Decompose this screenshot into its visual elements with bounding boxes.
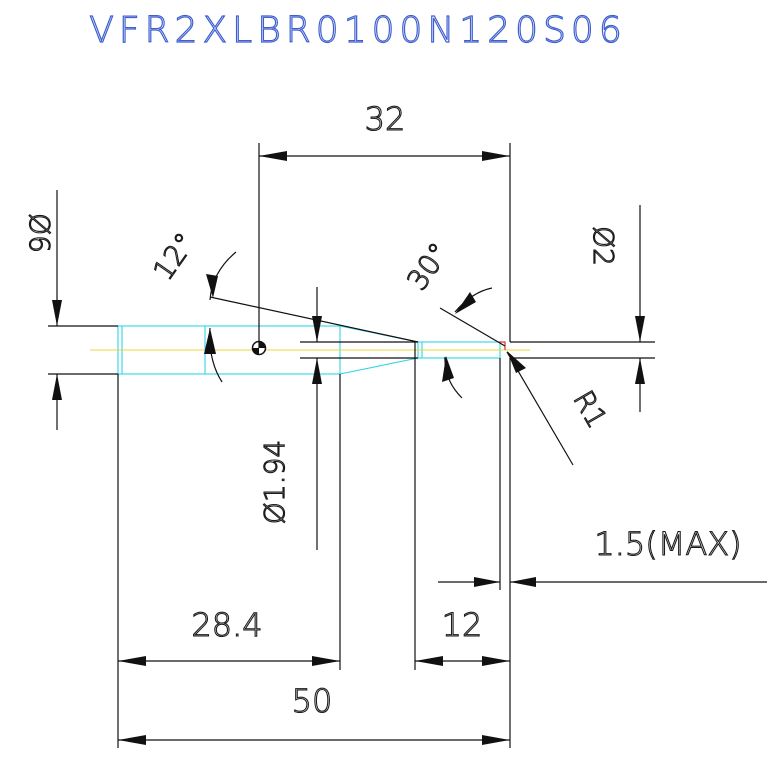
dim-neck-length: 32 xyxy=(258,99,511,348)
label-overall-length: 50 xyxy=(292,682,333,720)
dim-body-length: 28.4 xyxy=(117,374,341,748)
dim-neck-diameter: Ø1.94 xyxy=(257,287,418,550)
label-body-length: 28.4 xyxy=(191,606,262,644)
dim-tip-angle: 30° xyxy=(400,236,506,399)
dim-corner-radius: R1 xyxy=(506,351,614,466)
label-shank-diameter: Ø6 xyxy=(23,213,56,253)
dim-max-offset: 1.5(MAX) xyxy=(438,358,767,595)
label-tip-diameter: Ø2 xyxy=(587,226,620,266)
dim-tip-diameter: Ø2 xyxy=(510,205,655,412)
drawing-title: VFR2XLBR0100N120S06 xyxy=(89,10,626,51)
dim-taper-angle: 12° xyxy=(146,226,419,383)
label-corner-radius: R1 xyxy=(567,385,614,434)
label-taper-angle: 12° xyxy=(146,227,202,287)
label-neck-length: 32 xyxy=(365,100,406,138)
dim-flute-length: 12 xyxy=(414,342,511,748)
label-flute-length: 12 xyxy=(442,606,483,644)
dim-overall-length: 50 xyxy=(118,681,510,745)
label-neck-diameter: Ø1.94 xyxy=(258,440,291,524)
label-max-offset: 1.5(MAX) xyxy=(594,525,741,563)
tip-corner xyxy=(499,341,506,350)
dim-shank-diameter: Ø6 xyxy=(22,190,118,430)
label-tip-angle: 30° xyxy=(400,237,456,297)
